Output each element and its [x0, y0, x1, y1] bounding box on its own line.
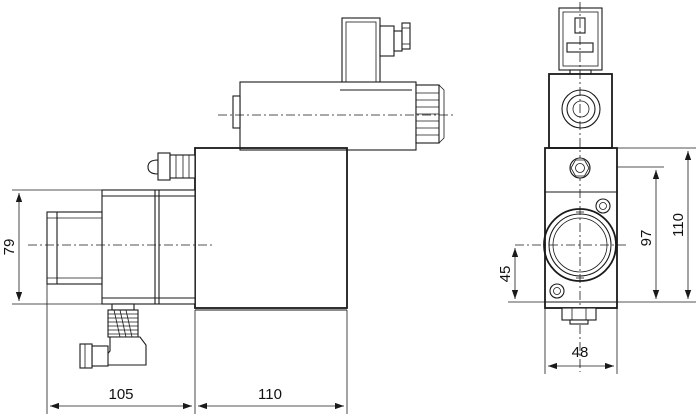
bleed-screw: [147, 152, 196, 181]
dimension-48: 48: [544, 308, 618, 374]
dimension-97-label: 97: [638, 230, 655, 247]
dimension-110-side-label: 110: [670, 213, 687, 237]
side-view: 110 97 45 48: [497, 2, 696, 374]
dimension-110-bottom-label: 110: [258, 386, 282, 403]
dimension-97: 97: [617, 166, 664, 299]
elbow-fitting: [79, 303, 147, 369]
dimension-45: 45: [497, 248, 545, 303]
bottom-dimensions: 105 110: [46, 284, 348, 414]
side-solenoid: [548, 73, 613, 149]
dimension-45-label: 45: [497, 266, 514, 283]
dimension-105-label: 105: [108, 386, 133, 403]
side-connector: [558, 7, 603, 75]
front-view: 79 105 110: [1, 17, 455, 414]
left-cylinder: [46, 189, 196, 305]
side-bottom-plug: [561, 307, 597, 325]
dimension-48-label: 48: [572, 344, 589, 361]
side-bleed-screw: [569, 157, 591, 179]
dimension-79: 79: [1, 189, 102, 305]
dimension-79-label: 79: [1, 239, 18, 256]
solenoid-connector: [341, 17, 411, 91]
valve-body: [194, 147, 348, 309]
dimension-110-side: 110: [617, 147, 696, 303]
solenoid-body: [232, 81, 445, 151]
